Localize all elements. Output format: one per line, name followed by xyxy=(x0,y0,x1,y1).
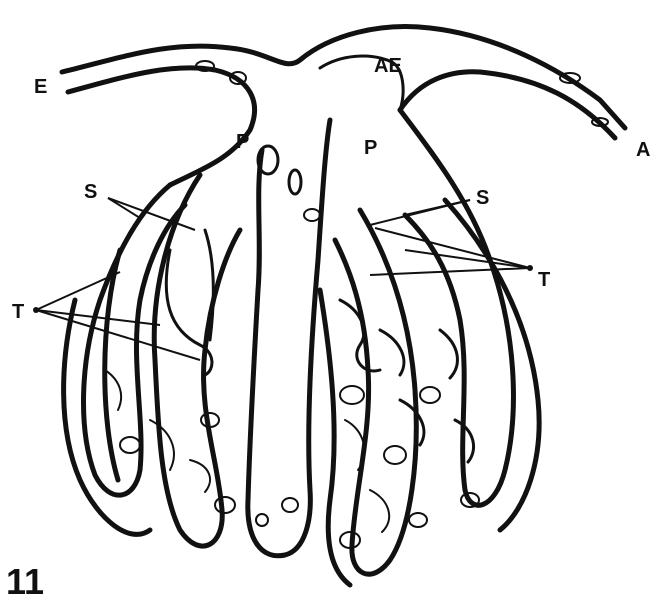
label-AE: AE xyxy=(374,55,402,77)
label-A: A xyxy=(636,139,650,161)
right-tubules xyxy=(320,110,539,585)
label-T-right: T xyxy=(538,269,550,291)
label-T-left: T xyxy=(12,301,24,323)
main-vessel-arch xyxy=(62,27,625,185)
label-P-right: P xyxy=(364,137,377,159)
figure-number: 11 xyxy=(6,561,44,600)
label-S-left: S xyxy=(84,181,97,203)
central-stalk xyxy=(248,120,330,556)
label-E: E xyxy=(34,76,47,98)
label-S-right: S xyxy=(476,187,489,209)
left-tubules xyxy=(64,175,240,546)
label-P-left: P xyxy=(236,131,249,153)
